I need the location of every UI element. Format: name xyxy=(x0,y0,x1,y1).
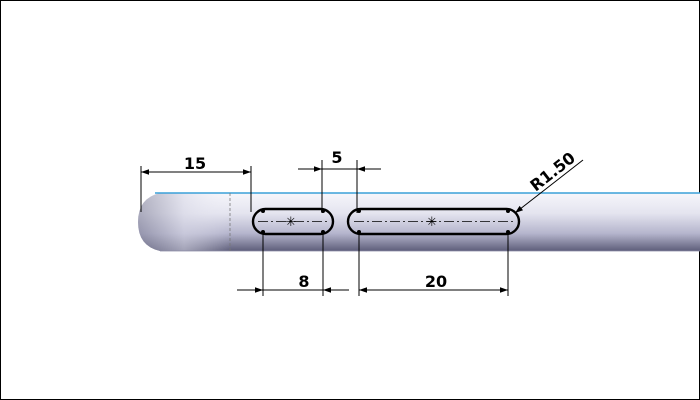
dimension-15-label: 15 xyxy=(184,154,206,173)
slot-small-center-mark: ✳ xyxy=(286,215,297,230)
dimension-20: 20 xyxy=(358,232,509,296)
dimension-8: 8 xyxy=(237,232,349,296)
shaft-tip-shading xyxy=(138,193,230,251)
dimension-15: 15 xyxy=(140,154,252,212)
shaft-body xyxy=(138,193,700,251)
slot-large-center-mark: ✳ xyxy=(427,215,438,230)
shaft xyxy=(138,192,700,252)
dimension-8-label: 8 xyxy=(298,272,309,291)
dimension-5-label: 5 xyxy=(331,148,342,167)
dimension-5: 5 xyxy=(298,148,381,213)
dimension-20-label: 20 xyxy=(425,272,447,291)
